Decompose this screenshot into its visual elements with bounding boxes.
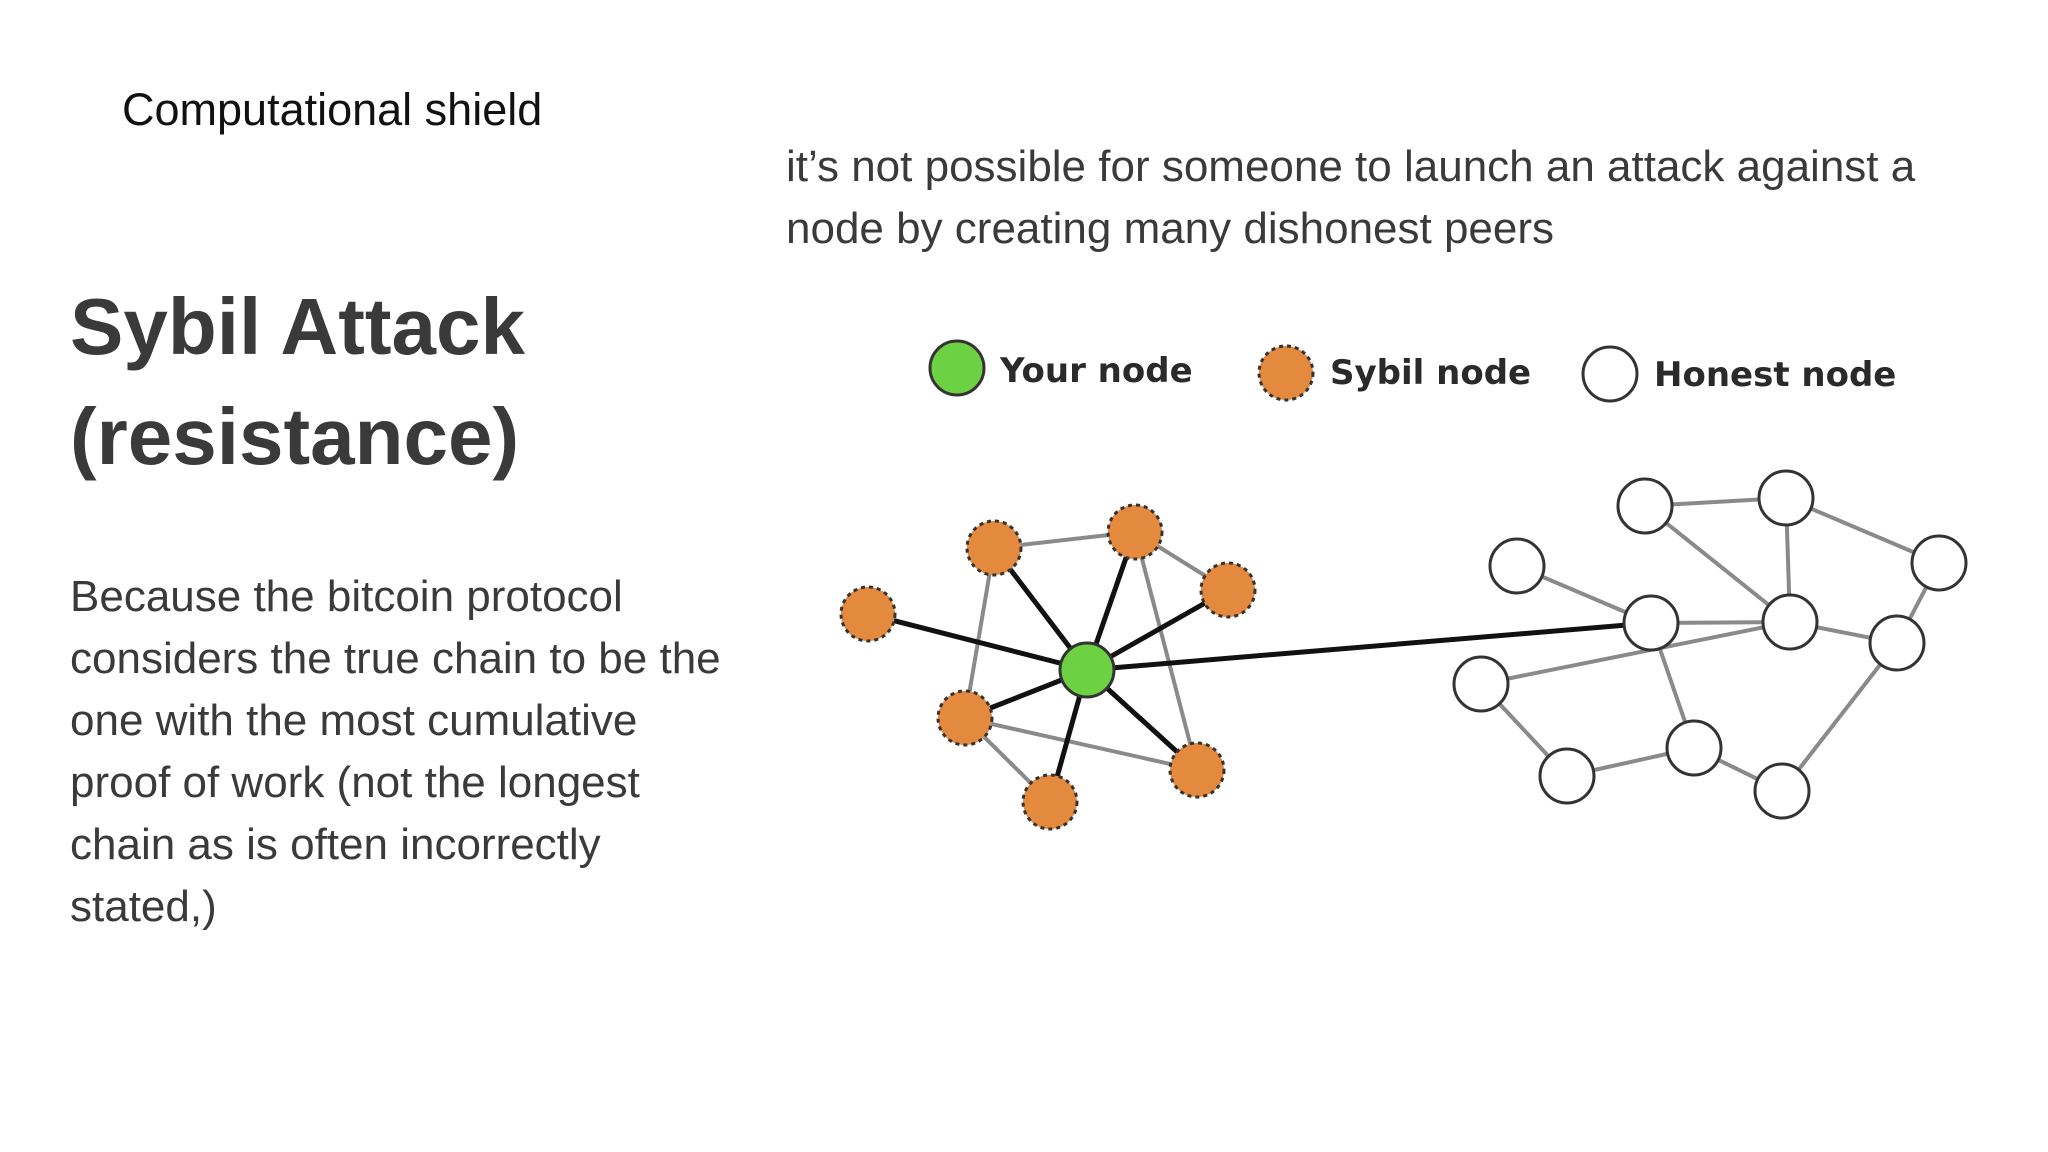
body-line: proof of work (not the longest <box>70 758 640 807</box>
legend-honest-node-icon <box>1581 345 1639 403</box>
sybil-node <box>965 519 1023 577</box>
honest-node <box>1538 747 1596 805</box>
body-line: chain as is often incorrectly <box>70 820 601 869</box>
honest-node <box>1452 655 1510 713</box>
network-nodes <box>839 469 1968 831</box>
title-line-1: Sybil Attack <box>70 282 525 371</box>
honest-node <box>1753 762 1811 820</box>
note-line-2: node by creating many dishonest peers <box>786 204 1555 253</box>
honest-node <box>1757 469 1815 527</box>
weak-edge <box>1780 641 1899 793</box>
legend-sybil-node-label: Sybil node <box>1330 353 1531 393</box>
honest-node <box>1910 534 1968 592</box>
honest-node <box>1488 537 1546 595</box>
honest-node <box>1868 614 1926 672</box>
sybil-node <box>1199 561 1257 619</box>
strong-edge <box>1086 620 1652 673</box>
legend: Your node Sybil node Honest node <box>928 339 1896 403</box>
weak-edge <box>964 716 1198 772</box>
sybil-node <box>936 689 994 747</box>
title-line-2: (resistance) <box>70 392 520 481</box>
legend-sybil-node-icon <box>1257 344 1315 402</box>
body-line: Because the bitcoin protocol <box>70 572 623 621</box>
honest-node <box>1761 593 1819 651</box>
note-line-1: it’s not possible for someone to launch … <box>786 142 1916 191</box>
weak-edge <box>1643 504 1792 624</box>
body-line: considers the true chain to be the <box>70 634 721 683</box>
slide-subtitle: Computational shield <box>122 84 543 135</box>
weak-edge <box>963 547 996 719</box>
honest-node <box>1622 594 1680 652</box>
honest-node <box>1616 477 1674 535</box>
legend-honest-node-label: Honest node <box>1654 355 1896 395</box>
honest-node <box>1665 719 1723 777</box>
legend-your-node-icon <box>928 339 986 397</box>
strong-edge <box>867 611 1088 673</box>
body-paragraph: Because the bitcoin protocol considers t… <box>70 566 790 938</box>
weak-edge <box>1480 620 1791 686</box>
sybil-node <box>1021 773 1079 831</box>
body-line: one with the most cumulative <box>70 696 638 745</box>
legend-your-node-label: Your node <box>999 351 1193 391</box>
weak-edge <box>1133 531 1199 771</box>
body-line: stated,) <box>70 882 217 931</box>
your-node <box>1058 641 1116 699</box>
sybil-node <box>1106 503 1164 561</box>
sybil-note: it’s not possible for someone to launch … <box>786 136 2026 260</box>
sybil-node <box>839 585 897 643</box>
slide-title: Sybil Attack (resistance) <box>70 272 525 492</box>
sybil-node <box>1168 741 1226 799</box>
network-edges <box>867 496 1941 804</box>
